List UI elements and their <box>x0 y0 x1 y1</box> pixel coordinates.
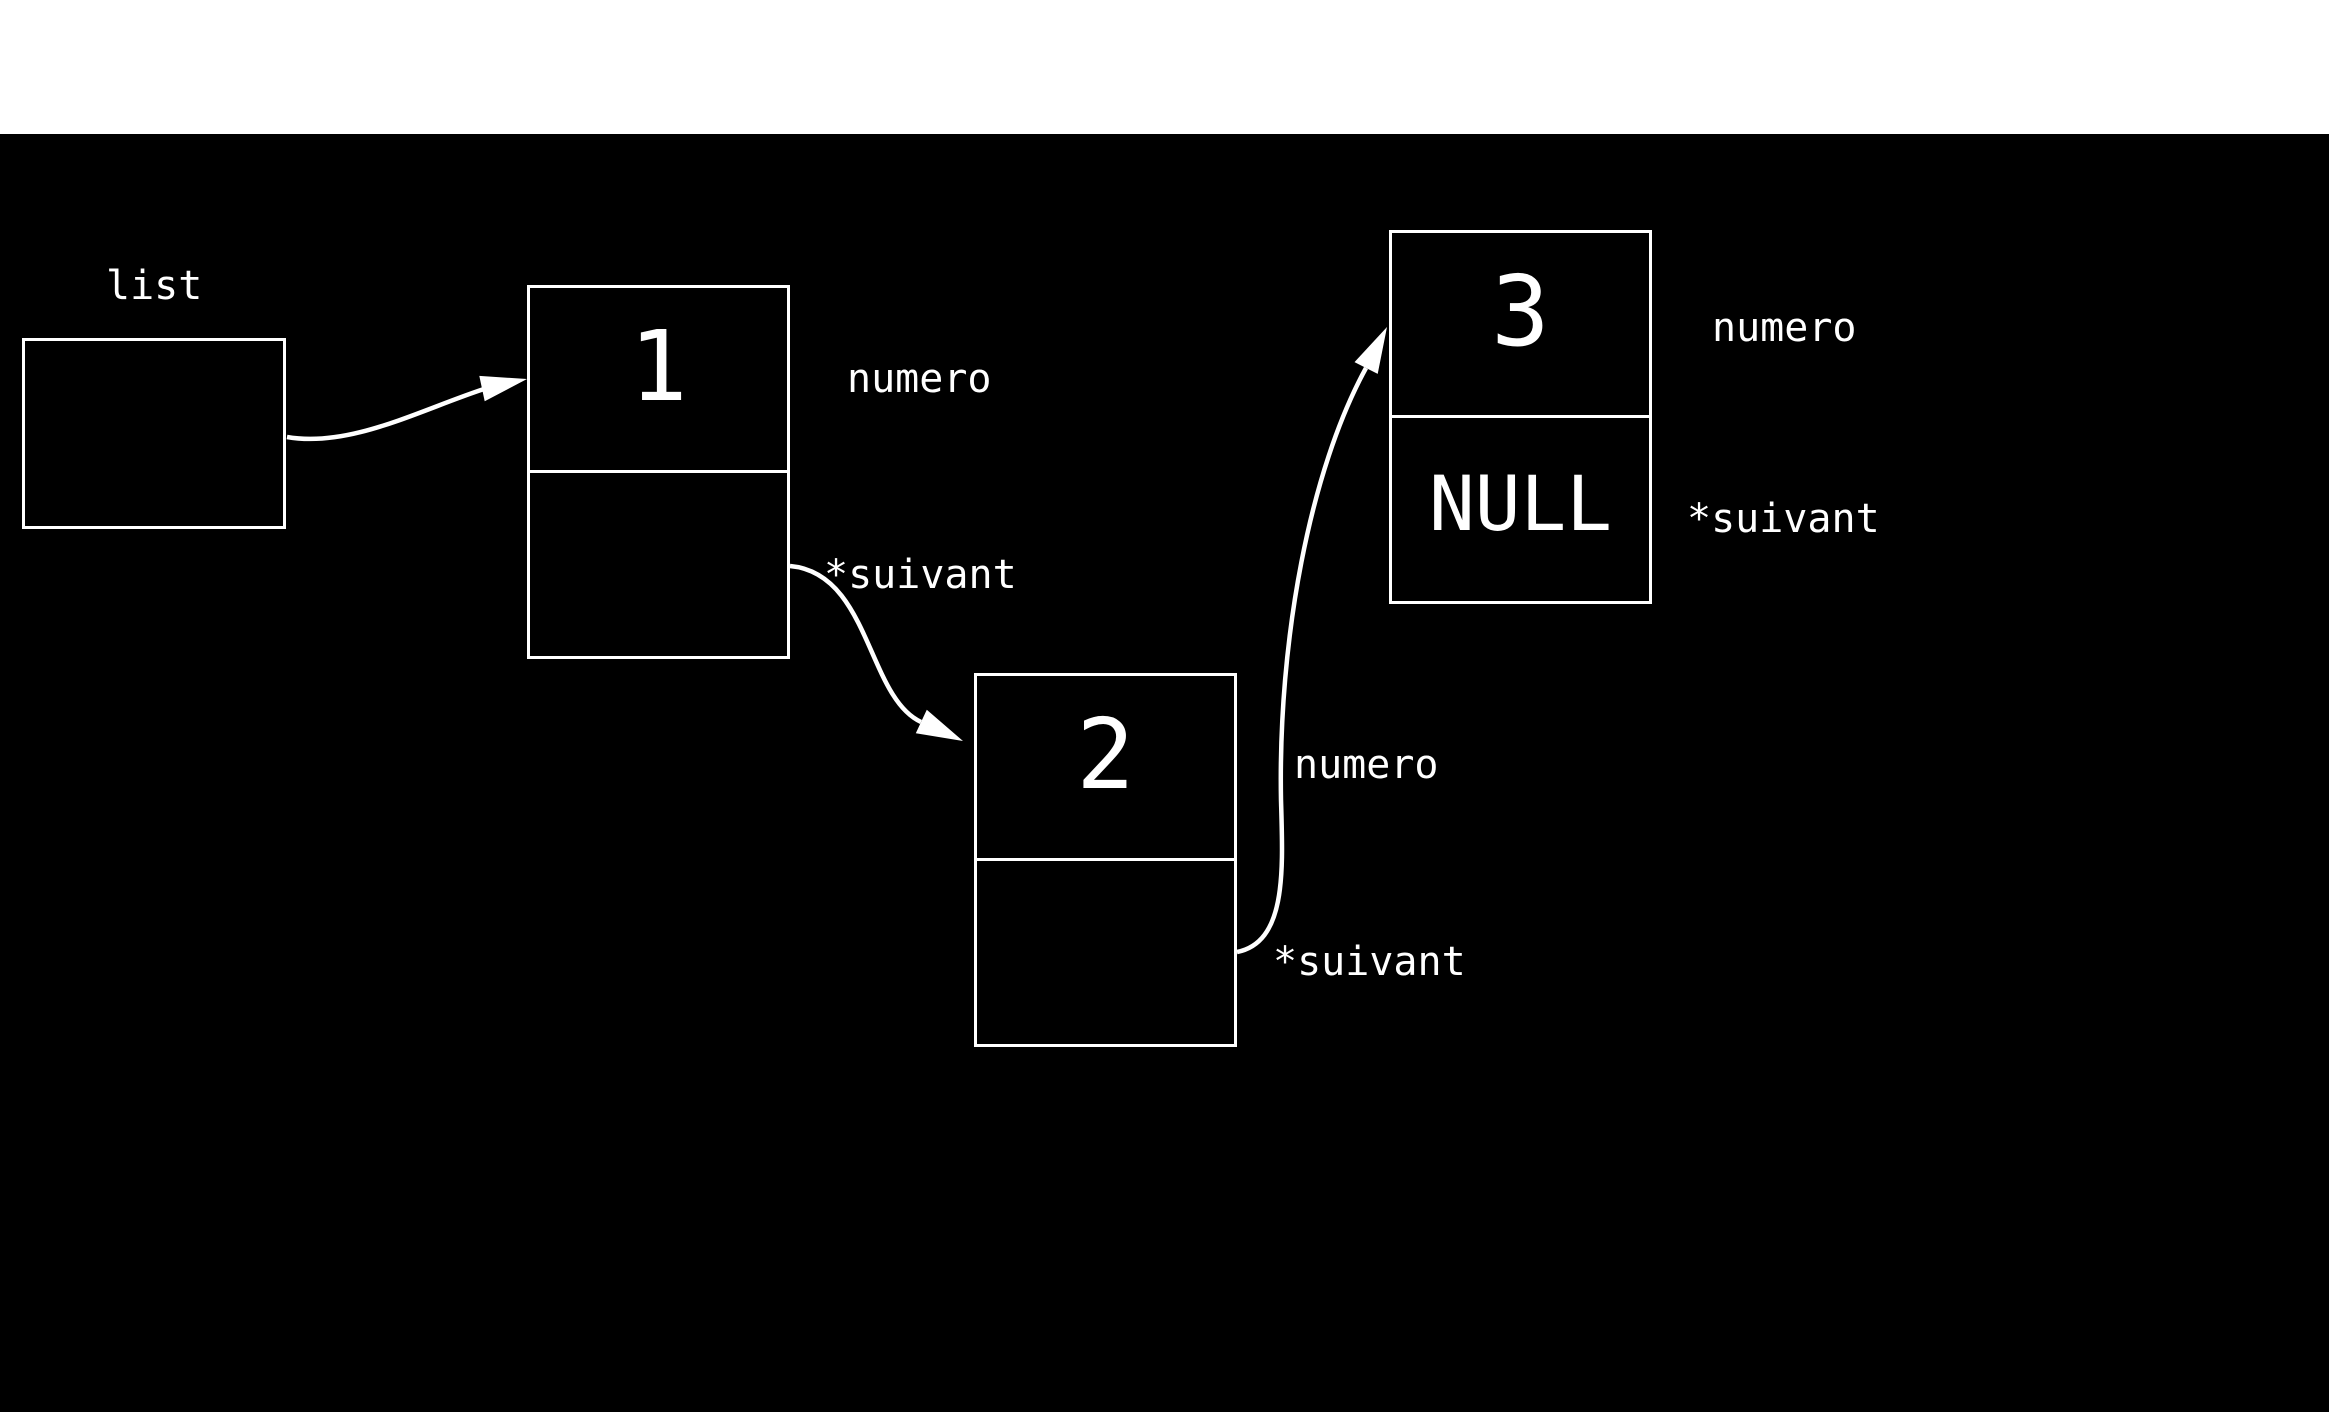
node-1-numero-label: numero <box>847 356 992 402</box>
node-1-value: 1 <box>629 309 688 423</box>
node-1-numero-cell: 1 <box>530 288 787 473</box>
node-3-numero-label: numero <box>1712 305 1857 351</box>
node-1-suivant-cell <box>530 473 787 656</box>
top-white-bar <box>0 0 2329 134</box>
node-2-numero-cell: 2 <box>977 676 1234 861</box>
node-2-numero-label: numero <box>1294 742 1439 788</box>
node-3: 3 NULL <box>1389 230 1652 604</box>
node-3-numero-cell: 3 <box>1392 233 1649 418</box>
node-3-suivant-label: *suivant <box>1687 496 1880 542</box>
node-3-suivant-cell: NULL <box>1392 418 1649 601</box>
node-2-suivant-cell <box>977 861 1234 1044</box>
node-2-suivant-label: *suivant <box>1273 939 1466 985</box>
arrow-list-to-node-1-icon <box>286 375 527 442</box>
node-1-suivant-label: *suivant <box>824 552 1017 598</box>
node-2: 2 <box>974 673 1237 1047</box>
list-pointer-label: list <box>106 263 203 309</box>
node-3-next-value: NULL <box>1428 458 1613 548</box>
node-2-value: 2 <box>1076 697 1135 811</box>
node-1: 1 <box>527 285 790 659</box>
arrow-node-2-to-node-3-icon <box>1236 327 1387 955</box>
node-3-value: 3 <box>1491 254 1550 368</box>
list-pointer-box <box>22 338 286 529</box>
